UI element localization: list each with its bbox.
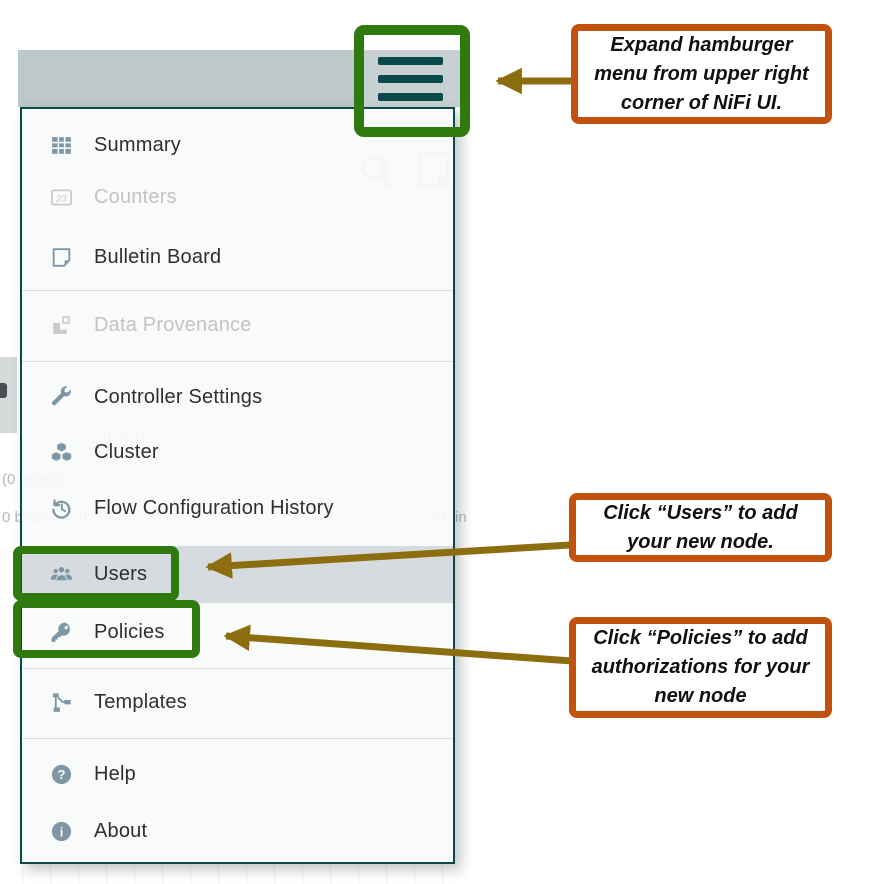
menu-item-bulletin-board[interactable]: Bulletin Board [22,237,453,277]
menu-item-counters: 23 Counters [22,177,453,217]
menu-item-label: Summary [94,133,181,156]
svg-text:i: i [59,824,63,839]
menu-item-label: Flow Configuration History [94,496,334,519]
menu-item-templates[interactable]: Templates [22,682,453,722]
annotation-expand-menu: Expand hamburger menu from upper right c… [571,24,832,124]
template-icon [46,689,76,715]
menu-item-label: Controller Settings [94,385,263,408]
menu-item-label: Templates [94,690,187,713]
menu-item-label: Users [94,563,148,585]
menu-item-cluster[interactable]: Cluster [22,432,453,472]
menu-divider [22,290,453,291]
annotation-click-users: Click “Users” to add your new node. [569,493,832,562]
cluster-icon [46,439,76,465]
highlight-box-users [13,546,179,601]
menu-item-label: About [94,819,148,842]
key-icon [46,619,76,645]
menu-divider [22,738,453,739]
menu-item-policies[interactable]: Policies [22,612,453,652]
highlight-box-policies [13,600,200,658]
bulletin-board-icon [46,244,76,270]
canvas-grid [22,866,456,884]
menu-item-flow-configuration-history[interactable]: Flow Configuration History [22,488,453,528]
menu-item-label: Help [94,762,136,785]
background-glyph [0,383,7,398]
menu-item-label: Cluster [94,440,159,463]
menu-item-label: Data Provenance [94,313,252,336]
menu-item-summary[interactable]: Summary [22,125,453,165]
menu-item-about[interactable]: i About [22,811,453,851]
summary-table-icon [46,132,76,158]
svg-text:23: 23 [55,193,67,203]
data-provenance-icon [46,312,76,338]
users-icon [46,562,76,588]
menu-item-data-provenance: Data Provenance [22,305,453,345]
hamburger-menu-icon [378,57,443,65]
highlight-box-hamburger [354,25,470,137]
svg-text:?: ? [57,767,65,782]
hamburger-menu-icon [378,93,443,101]
history-icon [46,495,76,521]
menu-item-label: Policies [94,620,165,643]
hamburger-menu-button[interactable] [370,52,454,107]
menu-item-label: Counters [94,185,177,208]
controller-settings-icon [46,384,76,410]
menu-item-help[interactable]: ? Help [22,754,453,794]
menu-divider [22,668,453,669]
annotation-click-policies: Click “Policies” to add authorizations f… [569,617,832,718]
menu-item-label: Bulletin Board [94,245,222,268]
help-icon: ? [46,761,76,787]
menu-item-controller-settings[interactable]: Controller Settings [22,377,453,417]
menu-divider [22,361,453,362]
counters-icon: 23 [46,184,76,210]
background-panel-edge [0,357,17,433]
about-icon: i [46,818,76,844]
hamburger-menu-icon [378,75,443,83]
